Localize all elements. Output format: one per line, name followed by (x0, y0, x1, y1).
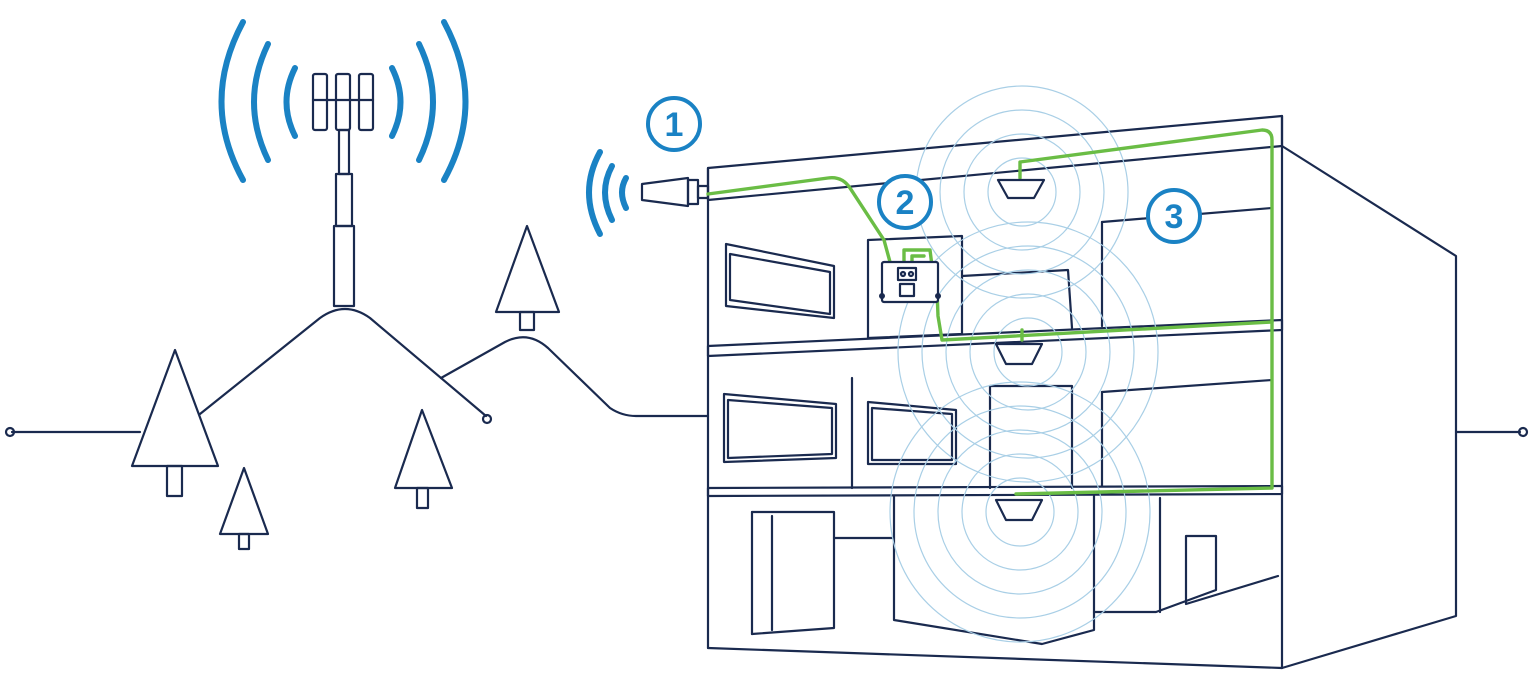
tree-icon (218, 466, 270, 551)
outside-antenna-waves (586, 149, 629, 237)
tree-icon (494, 224, 561, 332)
dome-antenna-icon (994, 498, 1044, 522)
cell-tower-icon (311, 72, 375, 308)
tower-signal-waves (218, 19, 469, 183)
landscape (4, 307, 1529, 438)
coverage-waves-bottom (889, 381, 1151, 643)
marker-inside-antennas: 3 (1146, 188, 1202, 244)
marker-outside-antenna: 1 (646, 96, 702, 152)
marker-label: 2 (896, 184, 915, 222)
tree-icon (393, 408, 454, 510)
tree-icon (130, 348, 220, 498)
building-icon (706, 114, 1458, 670)
outside-antenna-icon (640, 176, 710, 208)
coverage-waves-middle (897, 221, 1159, 483)
dome-antenna-icon (996, 178, 1046, 200)
dome-antenna-icon (994, 342, 1044, 366)
booster-icon (879, 260, 941, 304)
marker-booster: 2 (877, 174, 933, 230)
marker-label: 3 (1165, 198, 1184, 236)
marker-label: 1 (665, 106, 684, 144)
